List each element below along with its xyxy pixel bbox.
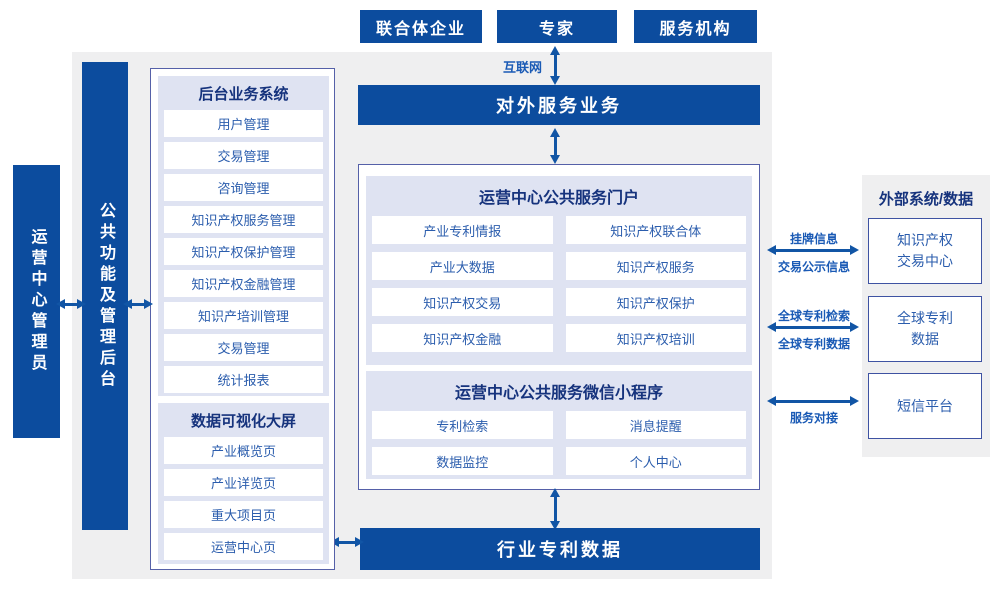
operator-to-admin-arrow	[56, 299, 86, 309]
actor-label: 联合体企业	[375, 20, 466, 38]
backend-item: 交易管理	[164, 334, 323, 361]
operator-rail: 运营中心管理员	[13, 165, 60, 438]
external-service-bar: 对外服务业务	[358, 85, 760, 125]
dashboard-panel: 数据可视化大屏 产业概览页 产业详览页 重大项目页 运营中心页	[158, 403, 329, 564]
trade-link-label-bottom: 交易公示信息	[777, 260, 850, 274]
backend-items: 用户管理 交易管理 咨询管理 知识产权服务管理 知识产权保护管理 知识产权金融管…	[164, 110, 323, 393]
portal-to-data-arrow	[550, 488, 560, 530]
actor-box-consortium: 联合体企业	[360, 10, 482, 43]
center-panel: 运营中心公共服务门户 产业专利情报 知识产权联合体 产业大数据 知识产权服务 知…	[358, 164, 760, 490]
portal-item: 知识产权服务	[565, 252, 746, 280]
external-service-label: 对外服务业务	[496, 96, 622, 116]
left-outer-panel: 后台业务系统 用户管理 交易管理 咨询管理 知识产权服务管理 知识产权保护管理 …	[150, 68, 335, 570]
external-system-trade-center: 知识产权 交易中心	[868, 218, 982, 284]
admin-backend-label: 公共功能及管理后台	[97, 201, 114, 391]
service-to-portal-arrow	[550, 128, 560, 164]
dashboard-item: 产业概览页	[164, 437, 323, 464]
portal-item: 知识产权联合体	[565, 216, 746, 244]
backend-item: 知识产权金融管理	[164, 270, 323, 297]
sms-link-label: 服务对接	[789, 411, 838, 425]
actor-box-experts: 专家	[497, 10, 617, 43]
backend-item: 知识产权服务管理	[164, 206, 323, 233]
trade-link-label-top: 挂牌信息	[789, 232, 838, 246]
miniprogram-item: 消息提醒	[565, 411, 746, 439]
miniprogram-item: 个人中心	[565, 447, 746, 475]
backend-item: 用户管理	[164, 110, 323, 137]
external-system-sms: 短信平台	[868, 373, 982, 439]
portal-title: 运营中心公共服务门户	[478, 190, 639, 207]
admin-backend-rail: 公共功能及管理后台	[82, 62, 128, 530]
dashboard-title: 数据可视化大屏	[190, 413, 296, 430]
actor-label: 服务机构	[659, 20, 732, 38]
patent-link-arrow	[767, 322, 859, 332]
sms-link-arrow	[767, 396, 859, 406]
industry-patent-bar: 行业专利数据	[360, 528, 760, 570]
operator-label: 运营中心管理员	[28, 228, 46, 375]
miniprogram-item: 数据监控	[372, 447, 553, 475]
miniprogram-items-grid: 专利检索 消息提醒 数据监控 个人中心	[372, 411, 746, 475]
portal-section: 运营中心公共服务门户 产业专利情报 知识产权联合体 产业大数据 知识产权服务 知…	[366, 176, 752, 365]
actor-box-service-orgs: 服务机构	[634, 10, 757, 43]
backend-item: 交易管理	[164, 142, 323, 169]
external-system-global-patent: 全球专利 数据	[868, 296, 982, 362]
miniprogram-title: 运营中心公共服务微信小程序	[454, 385, 663, 402]
backend-item: 知识产权保护管理	[164, 238, 323, 265]
dashboard-items: 产业概览页 产业详览页 重大项目页 运营中心页	[164, 437, 323, 560]
portal-item: 产业大数据	[372, 252, 553, 280]
miniprogram-item: 专利检索	[372, 411, 553, 439]
portal-item: 知识产权培训	[565, 324, 746, 352]
trade-link-arrow	[767, 245, 859, 255]
portal-items-grid: 产业专利情报 知识产权联合体 产业大数据 知识产权服务 知识产权交易 知识产权保…	[372, 216, 746, 352]
external-panel-title: 外部系统/数据	[878, 191, 974, 208]
portal-item: 知识产权保护	[565, 288, 746, 316]
dashboard-item: 产业详览页	[164, 469, 323, 496]
portal-item: 知识产权交易	[372, 288, 553, 316]
external-panel: 外部系统/数据 知识产权 交易中心 全球专利 数据 短信平台	[862, 175, 990, 457]
backend-panel: 后台业务系统 用户管理 交易管理 咨询管理 知识产权服务管理 知识产权保护管理 …	[158, 76, 329, 396]
dashboard-item: 运营中心页	[164, 533, 323, 560]
backend-item: 统计报表	[164, 366, 323, 393]
admin-to-backend-arrow	[123, 299, 153, 309]
internet-arrow	[550, 46, 560, 85]
patent-link-label-top: 全球专利检索	[777, 309, 850, 323]
patent-link-label-bottom: 全球专利数据	[777, 337, 850, 351]
miniprogram-section: 运营中心公共服务微信小程序 专利检索 消息提醒 数据监控 个人中心	[366, 371, 752, 479]
backend-title: 后台业务系统	[198, 86, 289, 103]
actor-label: 专家	[538, 20, 575, 38]
portal-item: 产业专利情报	[372, 216, 553, 244]
data-to-dashboard-arrow	[330, 537, 364, 547]
portal-item: 知识产权金融	[372, 324, 553, 352]
backend-item: 咨询管理	[164, 174, 323, 201]
dashboard-item: 重大项目页	[164, 501, 323, 528]
backend-item: 知识产培训管理	[164, 302, 323, 329]
industry-patent-label: 行业专利数据	[497, 540, 623, 560]
internet-label: 互联网	[502, 60, 542, 75]
